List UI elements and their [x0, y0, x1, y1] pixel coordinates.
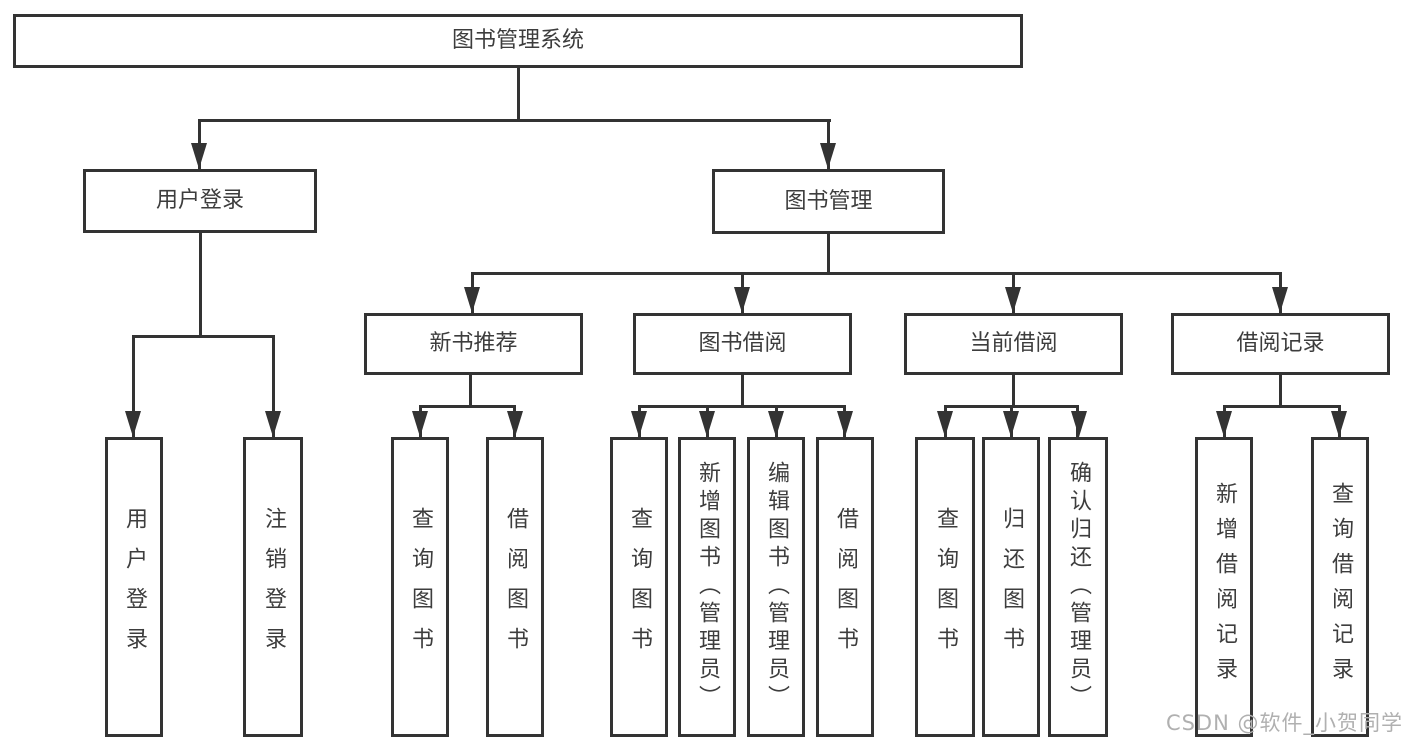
- node-cb-confirm: 确认归还（管理员）: [1048, 437, 1108, 737]
- node-bb-edit: 编辑图书（管理员）: [747, 437, 805, 737]
- arrow-down-icon: [1216, 411, 1232, 437]
- node-cb-return: 归还图书: [982, 437, 1040, 737]
- arrow-down-icon: [768, 411, 784, 437]
- node-bb-query: 查询图书: [610, 437, 668, 737]
- arrow-down-icon: [699, 411, 715, 437]
- node-borrow-records: 借阅记录: [1171, 313, 1390, 375]
- connector-new-books-stem: [469, 375, 472, 405]
- arrow-down-icon: [1071, 411, 1087, 437]
- arrow-down-icon: [1003, 411, 1019, 437]
- connector-new-books-split: [419, 405, 516, 408]
- arrow-down-icon: [464, 287, 480, 313]
- node-bb-borrow: 借阅图书: [816, 437, 874, 737]
- arrow-down-icon: [1272, 287, 1288, 313]
- arrow-down-icon: [820, 143, 836, 169]
- node-login: 用户登录: [105, 437, 163, 737]
- node-root: 图书管理系统: [13, 14, 1023, 68]
- arrow-down-icon: [507, 411, 523, 437]
- arrow-down-icon: [837, 411, 853, 437]
- arrow-down-icon: [191, 143, 207, 169]
- arrow-down-icon: [937, 411, 953, 437]
- connector-current-borrow-stem: [1012, 375, 1015, 405]
- node-logout: 注销登录: [243, 437, 303, 737]
- arrow-down-icon: [1331, 411, 1347, 437]
- node-nb-borrow: 借阅图书: [486, 437, 544, 737]
- connector-user-login-stem: [199, 233, 202, 335]
- connector-to-login: [132, 335, 135, 437]
- node-user-login: 用户登录: [83, 169, 317, 233]
- node-current-borrow: 当前借阅: [904, 313, 1123, 375]
- node-new-books: 新书推荐: [364, 313, 583, 375]
- connector-borrow-records-split: [1223, 405, 1341, 408]
- connector-root-split: [198, 119, 831, 122]
- node-cb-query: 查询图书: [915, 437, 975, 737]
- arrow-down-icon: [1005, 287, 1021, 313]
- node-nb-query: 查询图书: [391, 437, 449, 737]
- connector-borrow-records-stem: [1279, 375, 1282, 405]
- arrow-down-icon: [265, 411, 281, 437]
- arrow-down-icon: [631, 411, 647, 437]
- connector-book-borrow-split: [638, 405, 846, 408]
- csdn-watermark: CSDN @软件_小贺同学: [1165, 711, 1403, 735]
- connector-root-stem: [517, 68, 520, 119]
- connector-user-login-split: [132, 335, 275, 338]
- node-book-borrow: 图书借阅: [633, 313, 852, 375]
- arrow-down-icon: [734, 287, 750, 313]
- connector-book-mgmt-stem: [827, 234, 830, 272]
- connector-to-logout: [272, 335, 275, 437]
- node-book-mgmt: 图书管理: [712, 169, 945, 234]
- node-br-query: 查询借阅记录: [1311, 437, 1369, 737]
- node-br-add: 新增借阅记录: [1195, 437, 1253, 737]
- arrow-down-icon: [412, 411, 428, 437]
- node-bb-add: 新增图书（管理员）: [678, 437, 736, 737]
- connector-book-mgmt-split: [471, 272, 1282, 275]
- connector-book-borrow-stem: [741, 375, 744, 405]
- arrow-down-icon: [125, 411, 141, 437]
